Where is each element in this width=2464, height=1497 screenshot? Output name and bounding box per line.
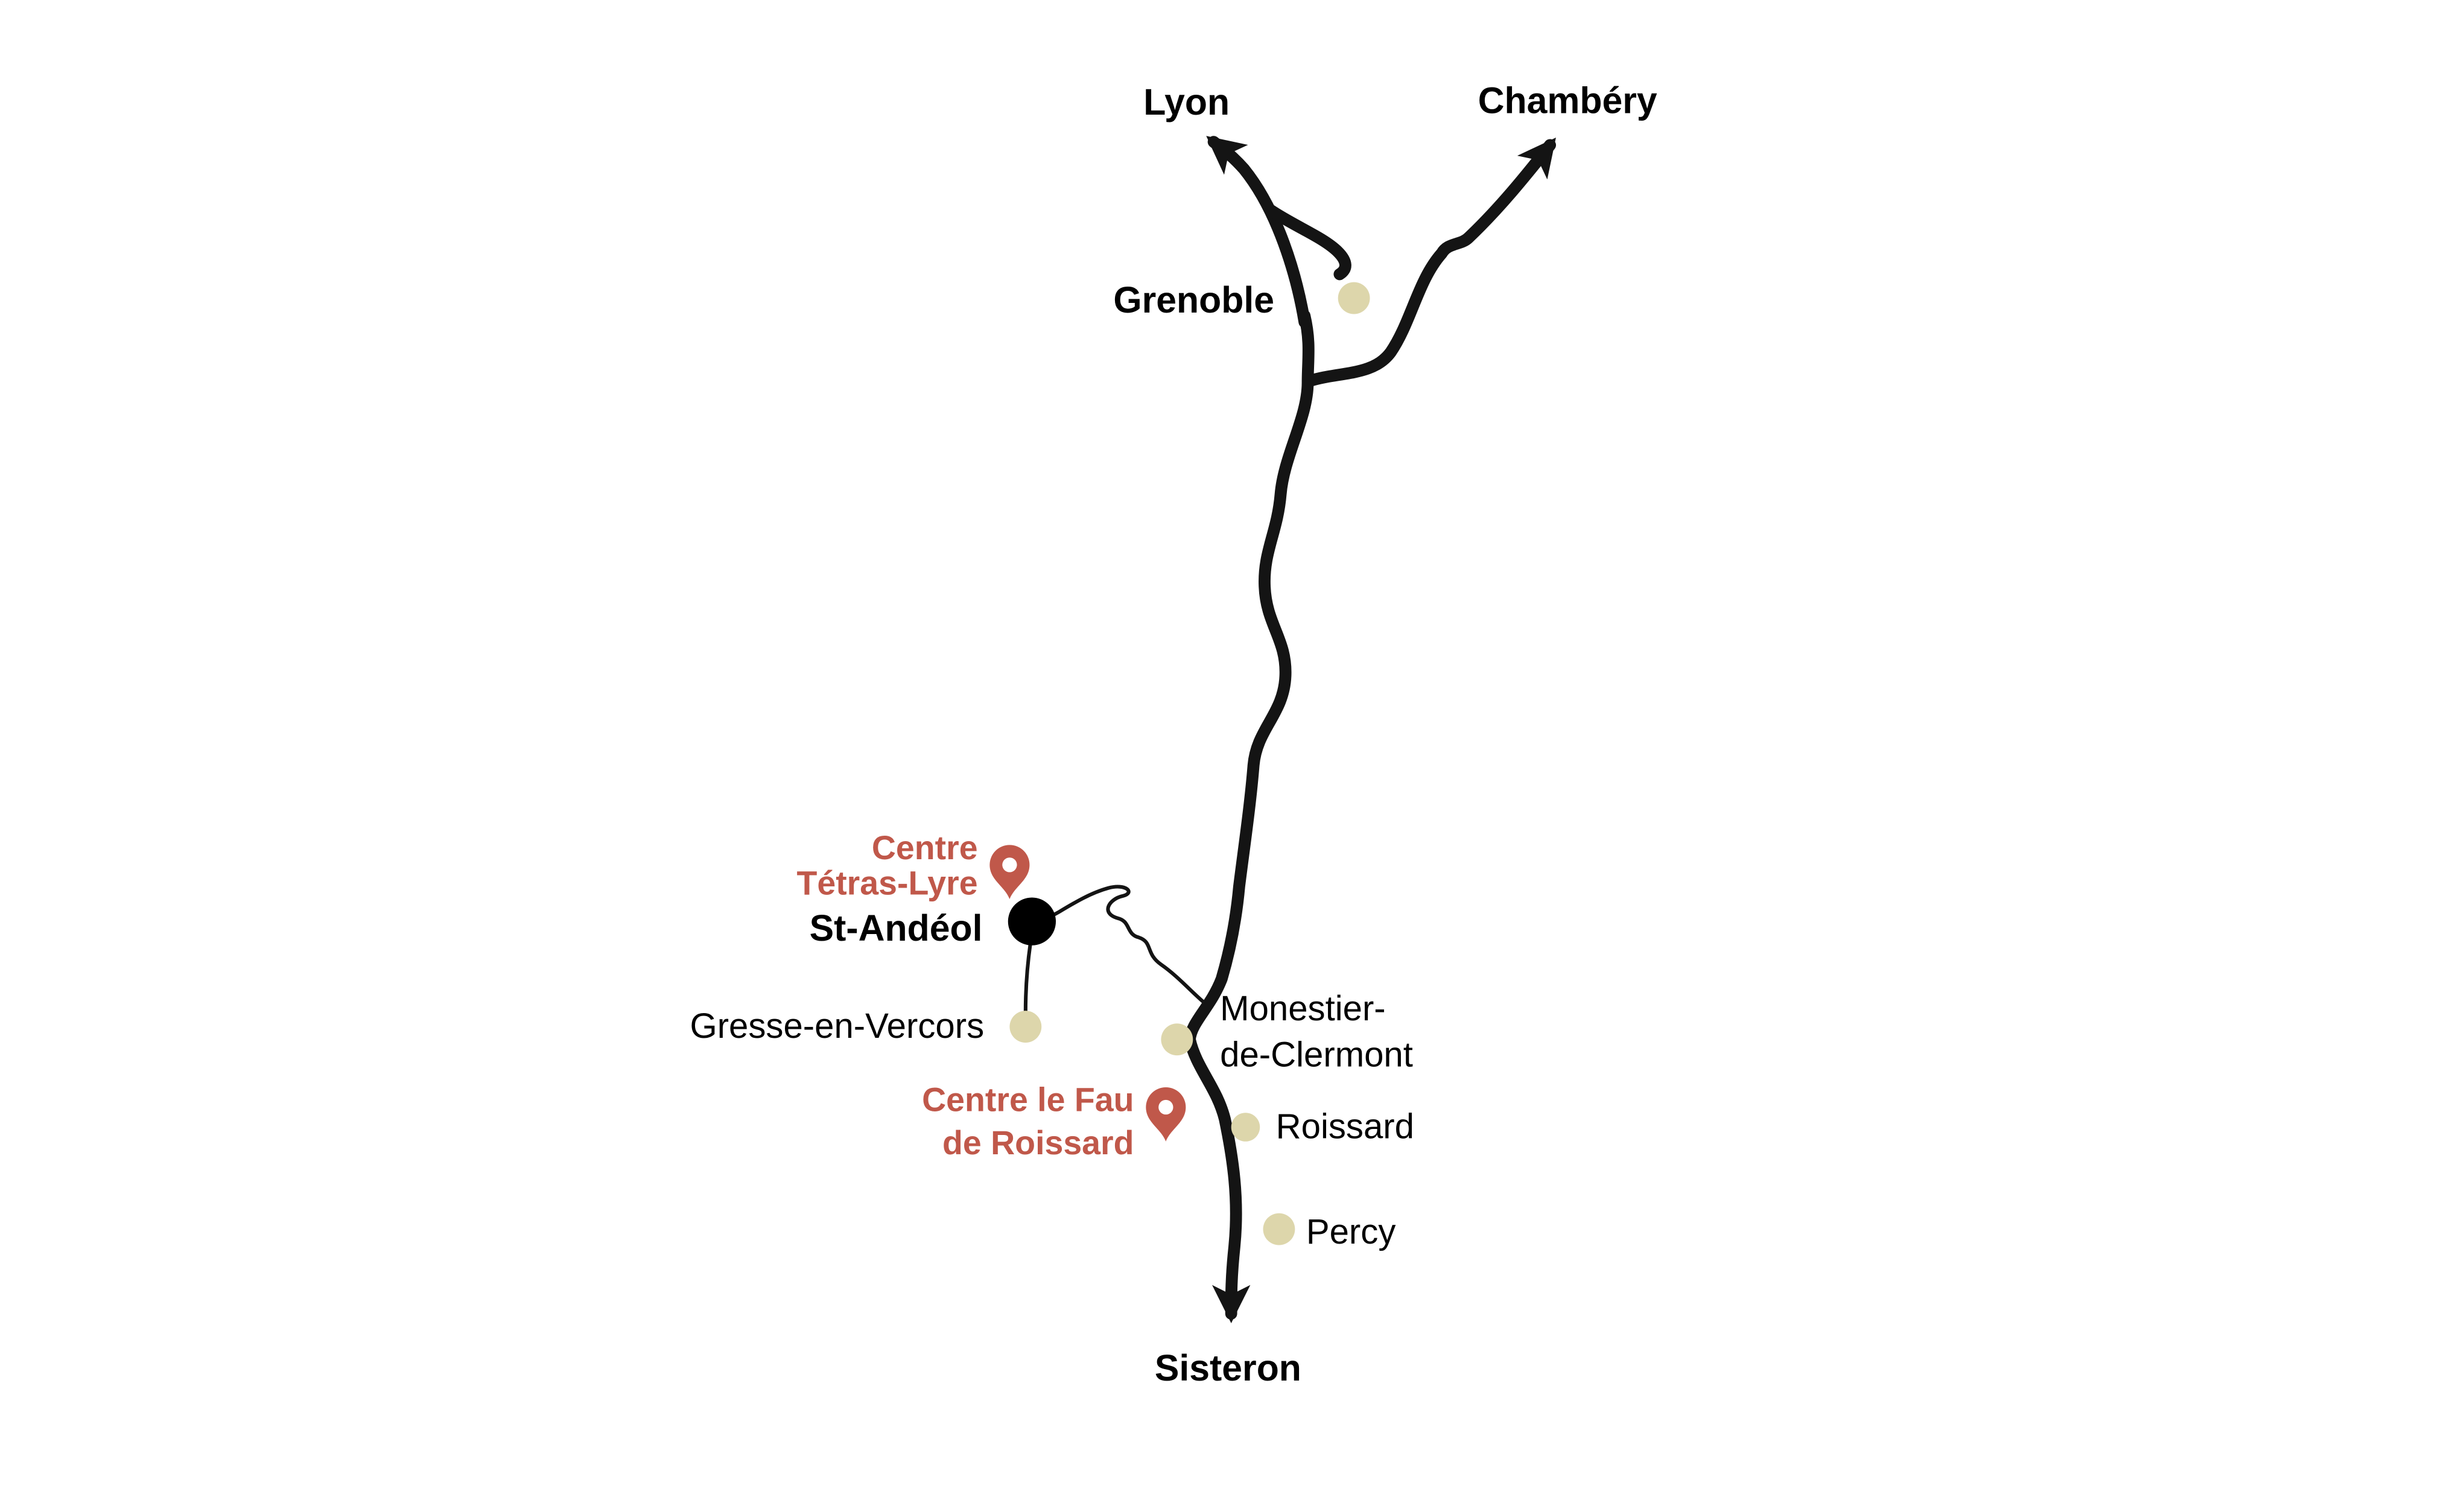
percy-label: Percy: [1306, 1212, 1396, 1251]
town-dots: [1008, 282, 1370, 1245]
st-andeol-label: St-Andéol: [810, 907, 983, 949]
road-winding-st-andeol: [1033, 885, 1205, 1003]
road-main-to-sisteron: [1184, 310, 1315, 1324]
gresse-en-vercors-label: Gresse-en-Vercors: [690, 1006, 985, 1046]
centre-le-fau-label-line2: de Roissard: [942, 1124, 1134, 1162]
st-andeol-dot: [1008, 897, 1056, 946]
monestier-de-clermont-dot: [1161, 1023, 1193, 1056]
monestier-label-line1: Monestier-: [1220, 989, 1386, 1028]
centre-le-fau-pin: [1146, 1087, 1186, 1142]
centre-tetras-lyre-label-line2: Tétras-Lyre: [796, 864, 977, 901]
roissard-dot: [1231, 1113, 1260, 1142]
grenoble-label: Grenoble: [1113, 279, 1274, 320]
grenoble-dot: [1338, 282, 1370, 314]
sisteron-label: Sisteron: [1155, 1347, 1301, 1388]
gresse-en-vercors-dot: [1009, 1011, 1042, 1043]
road-grenoble-hook: [1265, 204, 1351, 281]
roads: [1023, 136, 1557, 1324]
chambery-label: Chambéry: [1478, 80, 1657, 121]
pin-hole: [1158, 1099, 1173, 1115]
lyon-label: Lyon: [1143, 81, 1230, 122]
roissard-label: Roissard: [1276, 1107, 1414, 1146]
percy-dot: [1263, 1213, 1295, 1245]
pin-hole: [1002, 857, 1017, 872]
centre-tetras-lyre-pin: [989, 845, 1030, 900]
labels: Lyon Chambéry Grenoble Centre Tétras-Lyr…: [690, 80, 1657, 1389]
monestier-label-line2: de-Clermont: [1220, 1035, 1413, 1075]
road-branch-chambery: [1303, 137, 1557, 387]
centre-tetras-lyre-label-line1: Centre: [872, 829, 978, 866]
centre-le-fau-label-line1: Centre le Fau: [922, 1081, 1134, 1119]
road-branch-lyon: [1206, 136, 1311, 328]
road-st-andeol-gresse: [1023, 942, 1032, 1014]
